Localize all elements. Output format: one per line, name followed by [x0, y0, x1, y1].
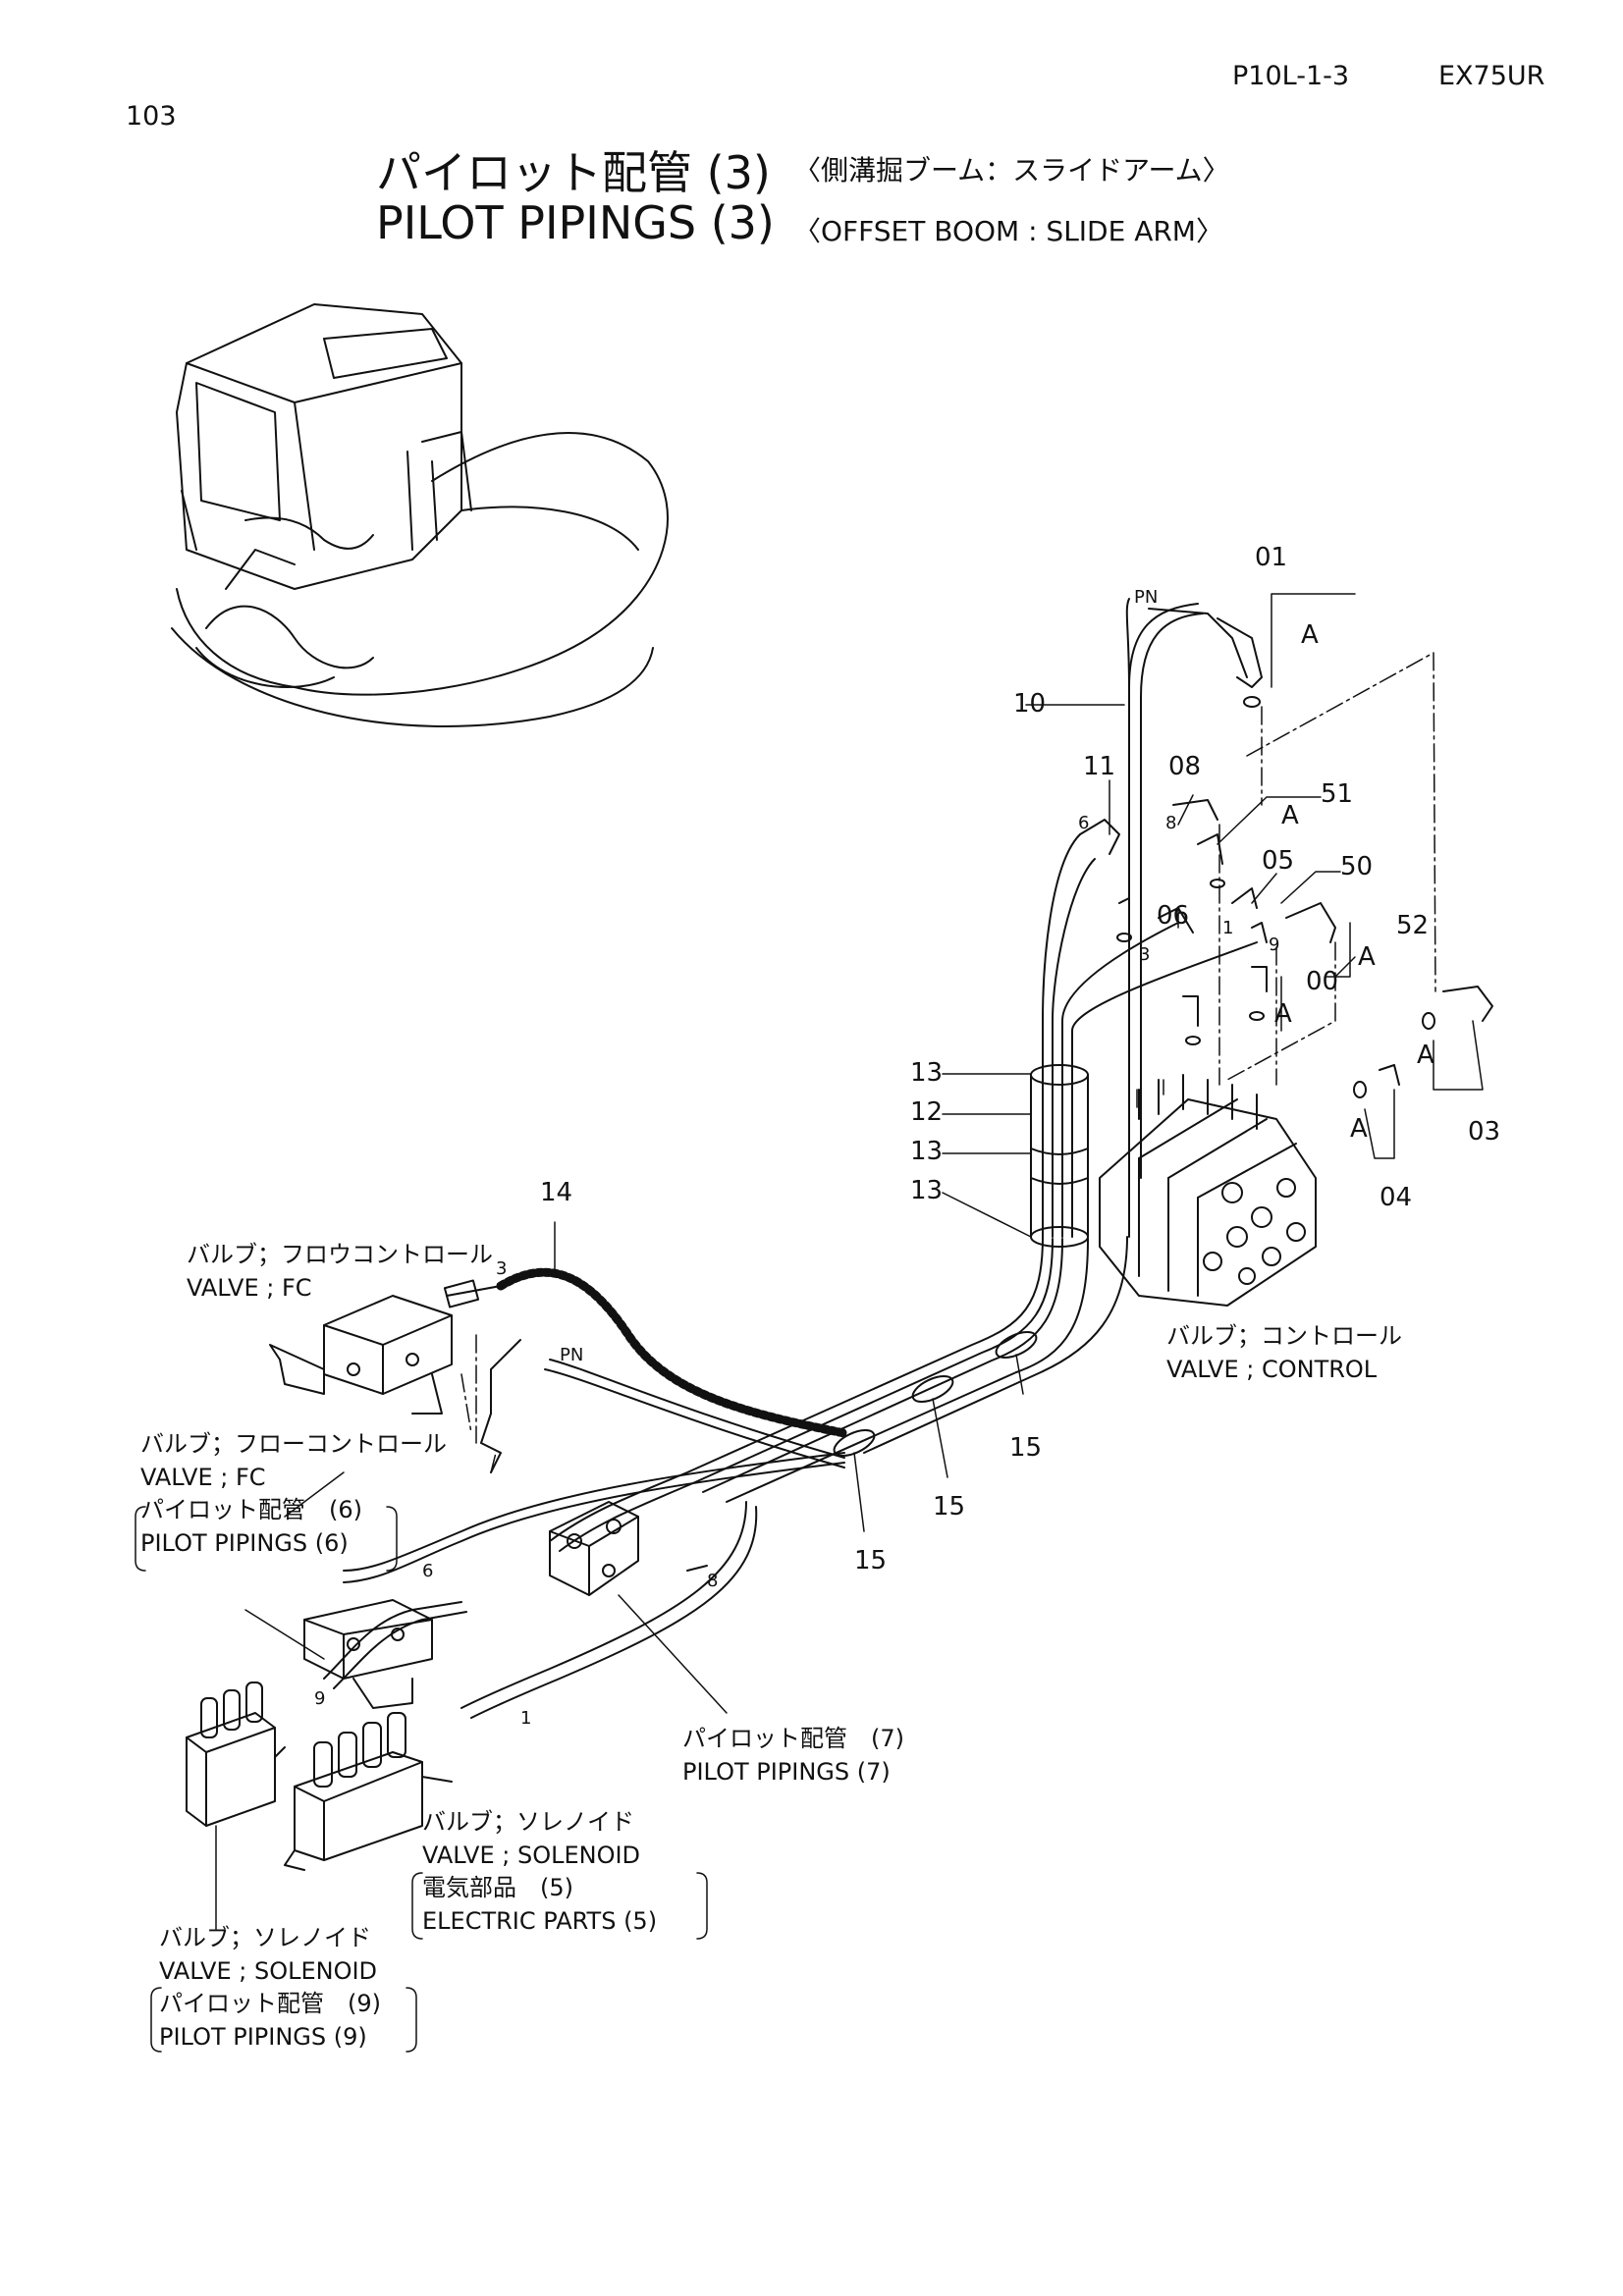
lower-pipes	[324, 1453, 844, 1718]
label-solenoid-valve-a: バルブ；ソレノイド VALVE ; SOLENOID パイロット配管 (9) P…	[159, 1922, 381, 2054]
pn-marker-lower: PN	[560, 1345, 584, 1365]
callout-50: 50	[1340, 852, 1374, 881]
pipe-end-6-top: 6	[1078, 813, 1090, 833]
label-fc-valve: バルブ；フローコントロール VALVE ; FC パイロット配管 (6) PIL…	[140, 1428, 447, 1560]
label-solenoid-valve-b-jp: バルブ；ソレノイド	[422, 1808, 634, 1836]
solenoid-valve-a	[187, 1682, 285, 1826]
callout-15-left: 15	[854, 1546, 888, 1575]
model-code: EX75UR	[1438, 61, 1545, 91]
callout-03: 03	[1468, 1117, 1501, 1147]
pipe-end-3-lower: 3	[496, 1258, 508, 1279]
callout-13-low: 13	[910, 1176, 944, 1205]
label-ref-electric-5-en: ELECTRIC PARTS (5)	[422, 1906, 658, 1935]
pipe-end-9-lower: 9	[314, 1688, 326, 1709]
label-ref-pilot-7: パイロット配管 (7) PILOT PIPINGS (7)	[682, 1723, 904, 1789]
label-solenoid-valve-b: バルブ；ソレノイド VALVE ; SOLENOID 電気部品 (5) ELEC…	[422, 1806, 657, 1938]
pipe-end-1-lower: 1	[520, 1708, 532, 1729]
pipe-end-3-top: 3	[1139, 944, 1151, 965]
catalog-code: P10L-1-3	[1232, 61, 1350, 91]
label-ref-pilot-6-en: PILOT PIPINGS (6)	[140, 1528, 349, 1557]
center-lines	[461, 653, 1435, 1472]
callout-08: 08	[1168, 752, 1202, 781]
callout-11: 11	[1083, 752, 1116, 781]
detail-a-marker-4: A	[1274, 999, 1292, 1029]
label-ref-pilot-9-en: PILOT PIPINGS (9)	[159, 2022, 367, 2051]
pipe-end-6-lower: 6	[422, 1561, 434, 1581]
callout-15-mid: 15	[933, 1492, 966, 1522]
pipe-end-9-top: 9	[1269, 934, 1280, 955]
fc-valve-lower	[304, 1600, 432, 1708]
label-ref-electric-5-jp: 電気部品 (5)	[422, 1874, 573, 1902]
label-control-valve: バルブ；コントロール VALVE ; CONTROL	[1166, 1320, 1402, 1386]
page-number: 103	[126, 101, 177, 132]
callout-13-mid: 13	[910, 1137, 944, 1166]
detail-a-marker-2: A	[1281, 801, 1299, 830]
callout-15-right: 15	[1009, 1433, 1043, 1463]
callout-04: 04	[1380, 1183, 1413, 1212]
label-fc-valve-en: VALVE ; FC	[140, 1463, 266, 1491]
pn-marker-top: PN	[1134, 587, 1159, 608]
braided-hose	[445, 1272, 844, 1433]
label-solenoid-valve-b-en: VALVE ; SOLENOID	[422, 1841, 641, 1869]
detail-a-marker-6: A	[1350, 1114, 1368, 1144]
detail-a-marker-5: A	[1417, 1041, 1434, 1070]
title-en-main: PILOT PIPINGS (3)	[376, 196, 775, 249]
control-valve	[1100, 1075, 1316, 1306]
callout-00: 00	[1306, 967, 1339, 996]
title-jp-sub: 〈側溝掘ブーム：スライドアーム〉	[793, 154, 1230, 187]
detail-a-marker-3: A	[1358, 942, 1376, 972]
callout-14: 14	[540, 1178, 573, 1207]
mounting-bracket	[550, 1502, 638, 1595]
label-ref-pilot-9-jp: パイロット配管 (9)	[159, 1990, 381, 2018]
pn-line	[481, 599, 1247, 1472]
label-ref-pilot-7-en: PILOT PIPINGS (7)	[682, 1757, 891, 1786]
callout-01: 01	[1255, 543, 1288, 572]
fc-valve-upper	[270, 1296, 452, 1414]
reference-brackets	[135, 1507, 707, 2052]
label-ref-pilot-6-jp: パイロット配管 (6)	[140, 1496, 362, 1524]
label-control-valve-en: VALVE ; CONTROL	[1166, 1355, 1378, 1383]
fittings	[1080, 618, 1492, 1097]
callout-06: 06	[1157, 901, 1190, 931]
label-fc-flow-valve-en: VALVE ; FC	[187, 1273, 312, 1302]
solenoid-valve-b	[285, 1713, 452, 1870]
label-fc-valve-jp: バルブ；フローコントロール	[140, 1430, 447, 1458]
title-en-sub: 〈OFFSET BOOM : SLIDE ARM〉	[793, 215, 1223, 247]
label-control-valve-jp: バルブ；コントロール	[1166, 1322, 1402, 1350]
machine-overview-illustration	[172, 304, 668, 726]
callout-05: 05	[1262, 846, 1295, 876]
label-fc-flow-valve-jp: バルブ；フロウコントロール	[187, 1241, 493, 1268]
label-fc-flow-valve: バルブ；フロウコントロール VALVE ; FC	[187, 1239, 493, 1305]
label-solenoid-valve-a-jp: バルブ；ソレノイド	[159, 1924, 371, 1951]
pipe-end-8-top: 8	[1165, 813, 1177, 833]
pipe-end-1-top: 1	[1222, 918, 1234, 938]
pipe-end-8-lower: 8	[707, 1571, 719, 1591]
callout-10: 10	[1013, 689, 1047, 719]
callout-12: 12	[910, 1097, 944, 1127]
label-ref-pilot-7-jp: パイロット配管 (7)	[682, 1725, 904, 1752]
label-solenoid-valve-a-en: VALVE ; SOLENOID	[159, 1956, 378, 1985]
leader-lines	[216, 594, 1483, 1929]
callout-51: 51	[1321, 779, 1354, 809]
detail-a-marker-1: A	[1301, 620, 1319, 650]
callout-13-top: 13	[910, 1058, 944, 1088]
pipe-bundle	[550, 604, 1257, 1551]
title-jp-main: パイロット配管 (3)	[376, 146, 771, 199]
callout-52: 52	[1396, 911, 1430, 940]
